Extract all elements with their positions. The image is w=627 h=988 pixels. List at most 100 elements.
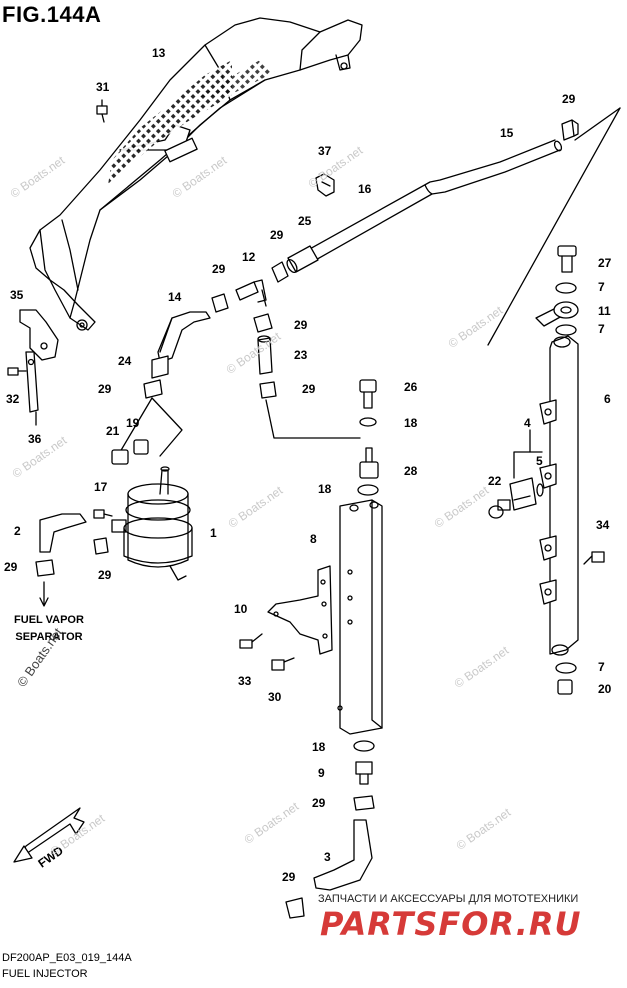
part-37-clip [315,173,335,197]
callout-18: 18 [404,416,418,430]
part-30-bolt [271,657,295,671]
part-2-hose [39,513,87,553]
part-11-fitting [535,301,579,327]
callout-29: 29 [312,796,326,810]
callout-26: 26 [404,380,418,394]
callout-29: 29 [294,318,308,332]
callout-11: 11 [598,304,611,318]
callout-25: 25 [298,214,312,228]
callout-29: 29 [302,382,316,396]
callout-34: 34 [596,518,610,532]
part-17-bolt [93,509,113,519]
part-29-clamp-g [93,537,109,555]
callout-29: 29 [562,92,576,106]
callout-21: 21 [106,424,120,438]
fwd-arrow-shape [13,807,85,863]
part-24-hose [151,355,169,379]
figure-footer: DF200AP_E03_019_144A FUEL INJECTOR [2,950,132,982]
part-4-injector [497,477,537,511]
part-34-bolt [583,551,605,565]
leader-rail-side [487,107,621,346]
part-15-16-hose [289,139,563,271]
callout-18: 18 [312,740,326,754]
figure-name: FUEL INJECTOR [2,968,88,980]
callout-31: 31 [96,80,110,94]
part-28-joint [359,447,379,479]
callout-29: 29 [98,568,112,582]
part-12-fitting [235,279,267,307]
callout-2: 2 [14,524,21,538]
callout-20: 20 [598,682,612,696]
leader-separator-left [119,397,153,453]
part-23-hose [257,335,273,375]
leader-4 [513,429,531,479]
part-7-washer-a [555,282,577,294]
figure-code: DF200AP_E03_019_144A [2,952,132,964]
callout-24: 24 [118,354,132,368]
callout-29: 29 [4,560,18,574]
callout-19: 19 [126,416,140,430]
callout-13: 13 [152,46,166,60]
part-29-clamp-b [271,261,289,283]
callout-4: 4 [524,416,531,430]
part-21-cushion [111,449,129,465]
callout-29: 29 [282,870,296,884]
callout-18: 18 [318,482,332,496]
part-3-hose [313,819,373,891]
part-19-grommet [133,439,149,455]
callout-1: 1 [210,526,217,540]
leader-separator [151,397,183,457]
part-22-seal [488,505,504,519]
part-10-bracket [267,565,333,655]
leader-rail-top [574,107,621,141]
callout-7: 7 [598,280,605,294]
shop-tagline: ЗАПЧАСТИ И АКСЕССУАРЫ ДЛЯ МОТОТЕХНИКИ [318,893,579,905]
part-29-clamp-c [253,313,273,333]
part-27-bolt [557,245,577,273]
callout-33: 33 [238,674,252,688]
callout-6: 6 [604,392,611,406]
part-18-washer-a [359,417,377,427]
part-29-clamp-i [353,795,375,811]
callout-36: 36 [28,432,42,446]
callout-8: 8 [310,532,317,546]
callout-9: 9 [318,766,325,780]
callout-29: 29 [270,228,284,242]
part-7-washer-b [555,324,577,336]
callout-5: 5 [536,454,543,468]
callout-10: 10 [234,602,248,616]
part-29-clamp-top [561,119,579,141]
part-33-bolt [239,633,263,649]
part-8-fuel-rail [337,499,383,735]
part-29-clamp-h [35,559,55,577]
part-29-clamp-f [143,379,163,399]
part-1-vapor-separator [111,466,193,581]
part-18-washer-c [353,740,375,752]
callout-29: 29 [212,262,226,276]
callout-15: 15 [500,126,514,140]
callout-23: 23 [294,348,308,362]
callout-12: 12 [242,250,256,264]
callout-29: 29 [98,382,112,396]
part-9-union [355,761,373,785]
vapor-line-1: FUEL VAPOR [14,614,84,626]
callout-22: 22 [488,474,502,488]
part-18-washer-b [357,484,379,496]
part-31-bolt [96,99,108,123]
part-6-fuel-rail [539,335,579,656]
part-14-hose [157,311,211,363]
shop-logo: PARTSFOR.RU [320,905,582,943]
leader-29-to-28 [265,399,361,439]
callout-30: 30 [268,690,282,704]
figure-title: FIG.144A [2,2,102,27]
part-20-plug [557,679,573,695]
vapor-separator-label: FUEL VAPOR SEPARATOR [4,612,94,646]
callout-17: 17 [94,480,108,494]
part-26-bolt [359,379,377,409]
part-29-clamp-j [285,897,305,919]
part-35-bracket [19,309,59,361]
callout-27: 27 [598,256,612,270]
callout-35: 35 [10,288,24,302]
part-7-washer-c [555,662,577,674]
